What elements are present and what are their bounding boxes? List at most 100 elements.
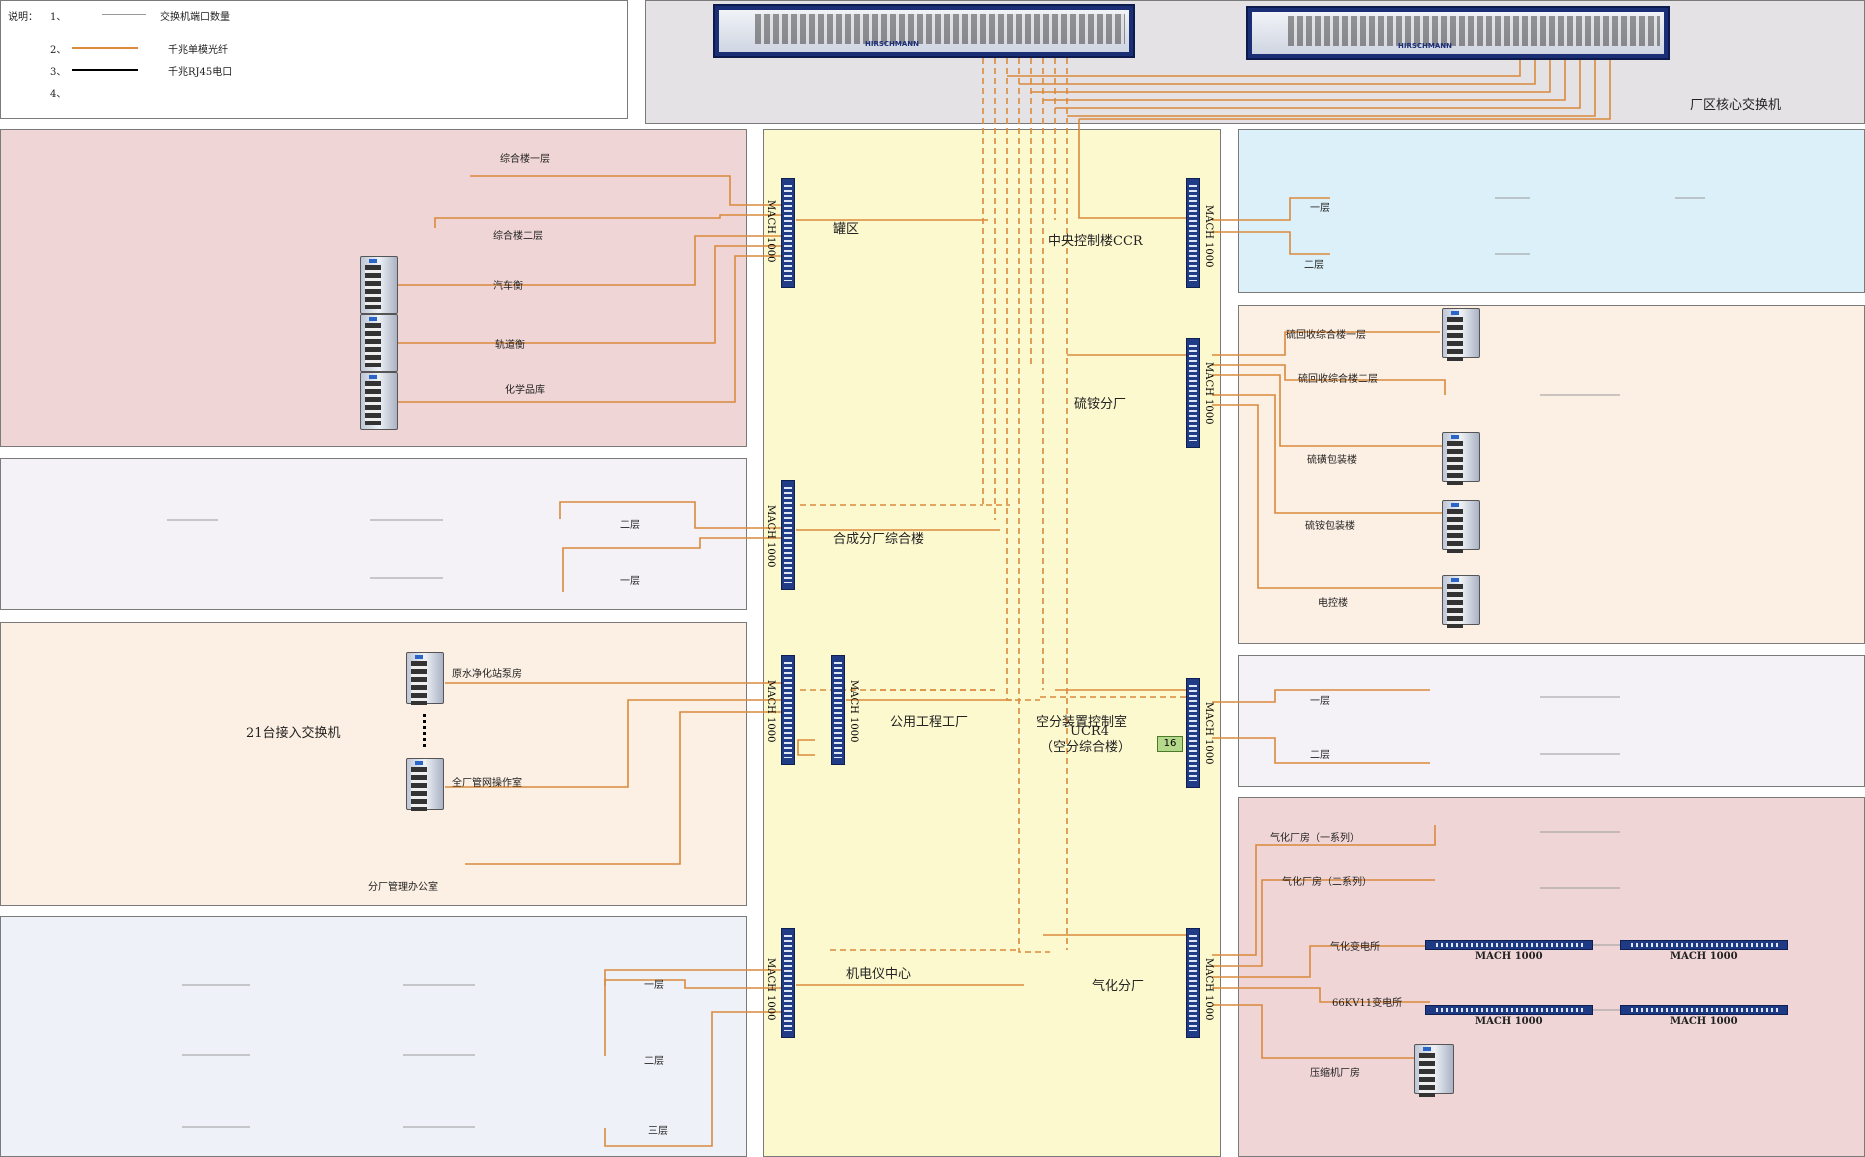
label-ammonium: 硫铵分厂 xyxy=(1074,397,1127,412)
switch-r4-b xyxy=(1618,818,1770,840)
label-l1-e: 化学品库 xyxy=(505,385,545,396)
rail-switch-l1-c xyxy=(360,256,398,314)
mach-h-r4-d-label: MACH 1000 xyxy=(1670,1016,1738,1027)
rail-switch-l1-e xyxy=(360,372,398,430)
legend-text-1: 交换机端口数量 xyxy=(160,12,230,23)
mach-tank xyxy=(781,178,795,288)
label-tank: 罐区 xyxy=(833,222,860,237)
core-label: 厂区核心交换机 xyxy=(1690,98,1782,113)
switch-r1-e xyxy=(1526,240,1678,262)
label-airsep-1: 空分装置控制室 xyxy=(1036,715,1128,730)
switch-r4-d xyxy=(1618,872,1770,894)
switch-r1-c xyxy=(1705,184,1857,206)
mach-gasify xyxy=(1186,928,1200,1038)
label-utility: 公用工程工厂 xyxy=(890,715,969,730)
switch-l2-e xyxy=(443,563,595,585)
switch-l4-i xyxy=(475,1114,627,1136)
label-r4-a: 气化厂房（一系列） xyxy=(1270,833,1360,844)
core-switch-2: HIRSCHMANN xyxy=(1246,6,1670,60)
switch-r1-d xyxy=(1343,240,1495,262)
switch-l4-c xyxy=(475,972,627,994)
mach-utility-1-label: MACH 1000 xyxy=(765,680,776,743)
label-r2-d: 硫铵包装楼 xyxy=(1305,521,1355,532)
mach-h-r4-c xyxy=(1425,1005,1593,1015)
label-r2-a: 硫回收综合楼一层 xyxy=(1286,330,1366,341)
rail-switch-r2-c xyxy=(1442,432,1480,485)
rail-switch-l3-a xyxy=(406,652,444,705)
switch-r1-a xyxy=(1343,184,1495,206)
legend-panel xyxy=(0,0,628,119)
label-r2-c: 硫磺包装楼 xyxy=(1307,455,1357,466)
label-l4-c: 三层 xyxy=(648,1126,668,1137)
core-brand-1: HIRSCHMANN xyxy=(865,40,919,48)
mach-h-r4-a xyxy=(1425,940,1593,950)
mach-utility-2 xyxy=(831,655,845,765)
rail-switch-l3-b xyxy=(406,758,444,811)
switch-r4-a xyxy=(1390,818,1542,840)
rail-switch-r2-a xyxy=(1442,308,1480,361)
label-r1-b: 二层 xyxy=(1304,260,1324,271)
mach-tank-label: MACH 1000 xyxy=(765,200,776,263)
label-gasify: 气化分厂 xyxy=(1092,979,1145,994)
mach-ammonium xyxy=(1186,338,1200,448)
label-r1-a: 一层 xyxy=(1310,203,1330,214)
fiber-drop xyxy=(982,58,1010,506)
switch-l2-d xyxy=(220,563,372,585)
core-brand-2: HIRSCHMANN xyxy=(1398,42,1452,50)
label-l4-b: 二层 xyxy=(644,1056,664,1067)
fiber-links xyxy=(167,58,1705,1147)
switch-r3-a xyxy=(1390,684,1542,706)
label-r4-e: 压缩机厂房 xyxy=(1310,1068,1360,1079)
label-l3-title: 21台接入交换机 xyxy=(246,726,341,741)
switch-l4-f xyxy=(475,1042,627,1064)
label-airsep-3: （空分综合楼） xyxy=(1040,740,1132,755)
mach-mech-label: MACH 1000 xyxy=(765,958,776,1021)
switch-l2-a xyxy=(15,505,167,527)
label-airsep-2: UCR4 xyxy=(1070,724,1109,739)
label-r4-b: 气化厂房（二系列） xyxy=(1282,877,1372,888)
mach-synthesis xyxy=(781,480,795,590)
rail-switch-r4-e xyxy=(1414,1044,1454,1097)
label-mech: 机电仪中心 xyxy=(846,967,912,982)
switch-l2-c xyxy=(443,505,595,527)
switch-r1-b xyxy=(1526,184,1678,206)
mach-h-r4-b-label: MACH 1000 xyxy=(1670,951,1738,962)
mach-gasify-label: MACH 1000 xyxy=(1203,958,1214,1021)
legend-num-4: 4、 xyxy=(50,89,67,100)
label-l3-a: 原水净化站泵房 xyxy=(452,669,522,680)
rail-switch-r2-d xyxy=(1442,500,1480,553)
label-r4-c: 气化变电所 xyxy=(1330,942,1380,953)
switch-l4-g xyxy=(30,1114,182,1136)
legend-line-fiber xyxy=(72,47,138,49)
label-l3-b: 全厂管网操作室 xyxy=(452,778,522,789)
mach-ammonium-label: MACH 1000 xyxy=(1203,362,1214,425)
switch-r2-c xyxy=(1618,381,1770,403)
legend-line-utp xyxy=(72,69,138,71)
switch-r3-d xyxy=(1618,740,1770,762)
switch-l4-e xyxy=(250,1042,402,1064)
mach-mech xyxy=(781,928,795,1038)
left-panel-2 xyxy=(0,458,747,610)
label-r4-d: 66KV11变电所 xyxy=(1332,998,1403,1009)
right-panel-3 xyxy=(1238,655,1865,787)
label-r3-a: 一层 xyxy=(1310,696,1330,707)
legend-num-1: 1、 xyxy=(50,12,67,23)
rail-switch-l1-d xyxy=(360,314,398,372)
left-panel-4 xyxy=(0,916,747,1157)
mach-h-r4-b xyxy=(1620,940,1788,950)
switch-l4-a xyxy=(30,972,182,994)
label-l1-d: 轨道衡 xyxy=(495,340,525,351)
mach-utility-1 xyxy=(781,655,795,765)
label-synthesis: 合成分厂综合楼 xyxy=(833,532,925,547)
legend-title: 说明： xyxy=(8,12,38,23)
switch-l4-h xyxy=(250,1114,402,1136)
switch-l1-b xyxy=(318,222,470,244)
mach-airsep-label: MACH 1000 xyxy=(1203,702,1214,765)
ellipsis-dots xyxy=(423,714,426,748)
label-l2-a: 二层 xyxy=(620,520,640,531)
legend-text-3: 千兆RJ45电口 xyxy=(168,67,233,78)
switch-l2-b xyxy=(218,505,370,527)
right-panel-1 xyxy=(1238,129,1865,293)
legend-num-2: 2、 xyxy=(50,45,67,56)
